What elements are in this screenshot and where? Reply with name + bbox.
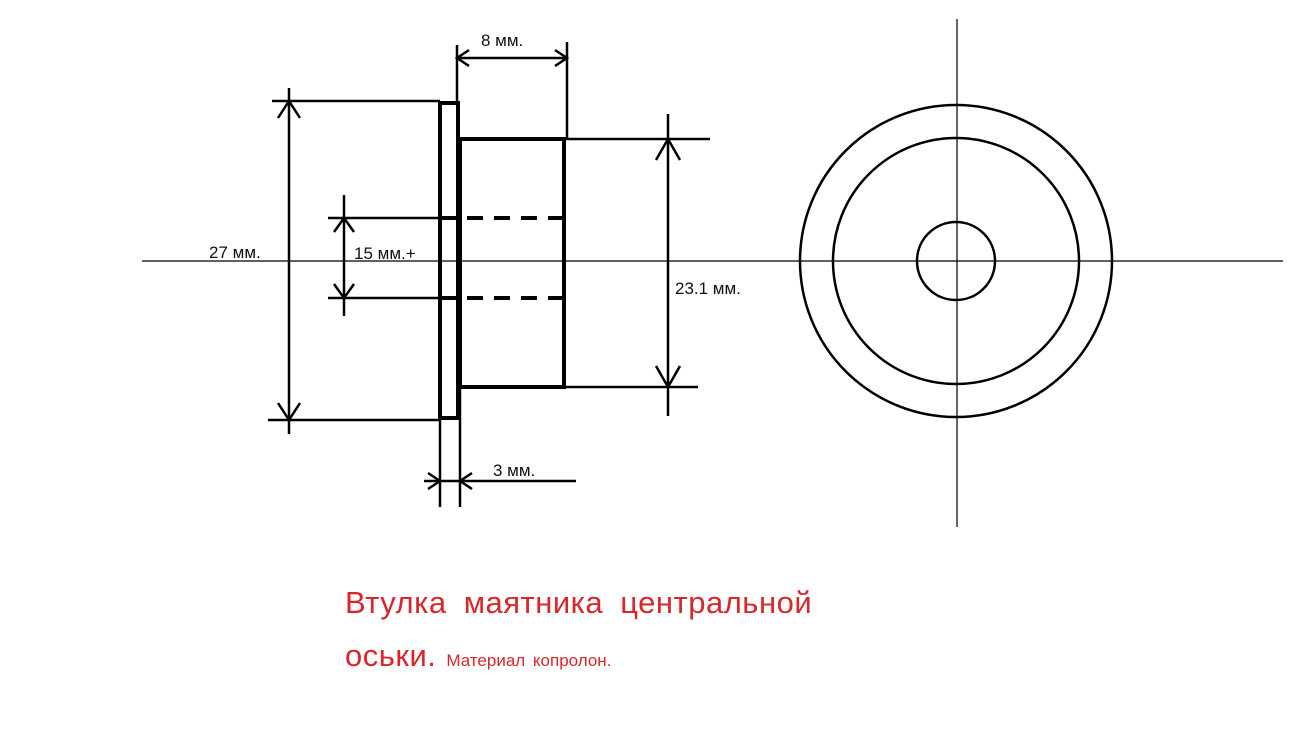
caption-title: Втулка маятника центральной [345, 585, 813, 620]
dimension-flange-thickness [424, 387, 576, 507]
label-outer-diameter: 27 мм. [209, 243, 261, 262]
body-outline [458, 137, 566, 389]
body-circle [831, 136, 1081, 386]
label-flange-width: 8 мм. [481, 31, 523, 50]
dimension-bore-diameter [328, 195, 440, 316]
bore-circle [915, 220, 997, 302]
outer-circle [798, 103, 1114, 419]
dimension-flange-width [454, 42, 570, 139]
end-view [798, 19, 1114, 527]
label-bore-diameter: 15 мм.+ [354, 244, 416, 263]
dimension-outer-diameter [268, 88, 440, 434]
label-flange-thickness: 3 мм. [493, 461, 535, 480]
caption-material-note: Материал копролон. [446, 651, 612, 670]
caption-title-continuation: оськи. [345, 638, 437, 673]
label-body-diameter: 23.1 мм. [675, 279, 741, 298]
caption-subtitle: оськи. Материал копролон. [345, 638, 611, 674]
dimension-body-diameter [564, 114, 710, 416]
side-view [142, 101, 1283, 420]
